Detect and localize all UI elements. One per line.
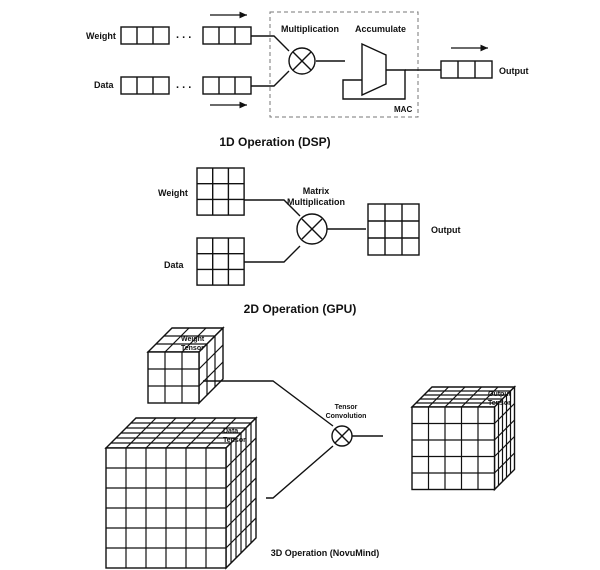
matrix-multiplication-label-line2: Multiplication [287, 197, 345, 207]
output-matrix [367, 203, 420, 256]
section-1d-operation: Weight Data . . . . . . Multiplication A… [86, 11, 529, 149]
data-tensor-label-line2: Tensor [223, 437, 246, 444]
data-label-2d: Data [164, 260, 185, 270]
weight-tensor-label-line2: Tensor [181, 345, 204, 352]
caption-3d: 3D Operation (NovuMind) [271, 548, 380, 558]
weight-label-1d: Weight [86, 31, 116, 41]
mac-unit-box [269, 11, 419, 118]
caption-2d: 2D Operation (GPU) [244, 302, 357, 316]
output-tensor-cube [410, 385, 517, 492]
data-label-1d: Data [94, 80, 115, 90]
output-tensor-label-line1: Output [488, 391, 512, 398]
mac-wiring [251, 35, 441, 100]
output-label-2d: Output [431, 225, 461, 235]
caption-1d: 1D Operation (DSP) [219, 135, 330, 149]
weight-label-2d: Weight [158, 188, 188, 198]
mac-label: MAC [394, 105, 412, 114]
weight-ellipsis: . . . [176, 29, 191, 41]
tensor-wiring [203, 380, 383, 499]
accumulator-icon [361, 42, 387, 97]
weight-matrix [196, 167, 245, 216]
data-tensor-label-line1: Data [223, 428, 238, 435]
weight-tensor-label-line1: Weight [181, 336, 205, 343]
data-matrix [196, 237, 245, 286]
convolution-icon [331, 425, 353, 447]
weight-register-left [120, 26, 170, 45]
data-register-right [202, 76, 252, 95]
output-tensor-label-line2: Tensor [488, 400, 511, 407]
multiply-icon-2d [296, 213, 328, 245]
tensor-convolution-label-line2: Convolution [326, 413, 367, 420]
multiplication-label-1d: Multiplication [281, 24, 339, 34]
data-ellipsis: . . . [176, 79, 191, 91]
output-label-1d: Output [499, 66, 529, 76]
matrix-wiring [244, 199, 366, 263]
section-3d-operation: Weight Tensor Data Tensor Output Tensor … [104, 326, 517, 570]
tensor-convolution-label-line1: Tensor [335, 404, 358, 411]
output-register-1d [440, 60, 493, 79]
weight-tensor-cube [146, 326, 225, 405]
data-register-left [120, 76, 170, 95]
matrix-multiplication-label-line1: Matrix [303, 186, 330, 196]
section-2d-operation: Weight Data Matrix Multiplication Output… [158, 167, 461, 316]
accumulate-label: Accumulate [355, 24, 406, 34]
weight-register-right [202, 26, 252, 45]
data-tensor-cube [104, 416, 258, 570]
multiply-icon-1d [288, 47, 316, 75]
